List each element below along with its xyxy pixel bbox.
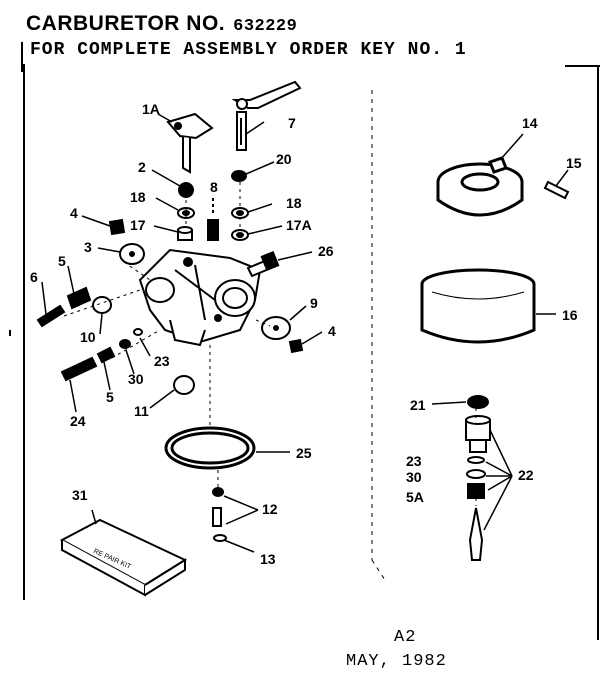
seal-23-left: [133, 328, 143, 336]
screw-6: [36, 304, 66, 328]
title-text: CARBURETOR NO.: [26, 12, 226, 35]
label-30-left: 30: [128, 371, 144, 387]
nut-right: [465, 415, 491, 453]
spring-8: [207, 198, 219, 241]
washer-30-right: [466, 469, 486, 479]
throttle-lever-7: [231, 80, 302, 151]
dashed-divider: [371, 90, 386, 581]
label-22: 22: [518, 467, 534, 483]
plug-4-upper: [108, 218, 126, 236]
gasket-10: [92, 296, 112, 314]
label-12: 12: [262, 501, 278, 517]
seat-12: [212, 487, 224, 527]
spring-5a: [467, 483, 485, 499]
bushing-17a: [231, 229, 249, 241]
label-17a: 17A: [286, 217, 312, 233]
label-5-upper: 5: [58, 253, 66, 269]
label-31: 31: [72, 487, 88, 503]
air-filter-14: [436, 156, 524, 217]
label-13: 13: [260, 551, 276, 567]
label-4-upper: 4: [70, 205, 78, 221]
seal-23-right: [467, 456, 485, 464]
screw-15: [543, 180, 570, 200]
label-18-left: 18: [130, 189, 146, 205]
label-20: 20: [276, 151, 292, 167]
label-9: 9: [310, 295, 318, 311]
repair-kit-31: [59, 518, 188, 597]
clip-13: [213, 534, 227, 542]
spring-5-upper: [66, 286, 92, 310]
label-21: 21: [410, 397, 426, 413]
plug-4-lower: [288, 338, 304, 354]
label-6: 6: [30, 269, 38, 285]
label-23-left: 23: [154, 353, 170, 369]
choke-lever-1a: [166, 112, 214, 174]
label-30-right: 30: [406, 469, 422, 485]
label-10: 10: [80, 329, 96, 345]
page-title: CARBURETOR NO. 632229: [26, 12, 297, 36]
label-16: 16: [562, 307, 578, 323]
label-1a: 1A: [142, 101, 160, 117]
label-4-lower: 4: [328, 323, 336, 339]
label-5a: 5A: [406, 489, 424, 505]
seal-2: [178, 182, 194, 198]
assembly-subtitle: FOR COMPLETE ASSEMBLY ORDER KEY NO. 1: [30, 40, 467, 60]
housing-16: [420, 268, 536, 344]
label-18-right: 18: [286, 195, 302, 211]
label-17: 17: [130, 217, 146, 233]
screw-26: [246, 250, 280, 278]
label-2: 2: [138, 159, 146, 175]
gasket-25: [164, 426, 256, 470]
label-7: 7: [288, 115, 296, 131]
spring-5-lower: [96, 346, 116, 364]
label-23-right: 23: [406, 453, 422, 469]
diaphragm-9: [261, 316, 291, 340]
label-8: 8: [210, 179, 218, 195]
label-25: 25: [296, 445, 312, 461]
label-14: 14: [522, 115, 538, 131]
diaphragm-3: [119, 243, 145, 265]
needle-right: [468, 507, 484, 561]
leader-lines: [41, 113, 569, 553]
washer-30-left: [119, 339, 131, 349]
needle-24: [60, 356, 98, 382]
label-5-lower: 5: [106, 389, 114, 405]
carburetor-body: [138, 248, 262, 347]
label-3: 3: [84, 239, 92, 255]
label-26: 26: [318, 243, 334, 259]
plug-11: [173, 375, 195, 395]
footer-code: A2: [394, 628, 417, 647]
cap-21: [467, 395, 489, 409]
seal-20: [231, 170, 247, 182]
frame: [9, 42, 600, 640]
carburetor-number: 632229: [233, 17, 298, 36]
label-15: 15: [566, 155, 582, 171]
label-11: 11: [134, 403, 149, 419]
footer-date: MAY, 1982: [346, 652, 447, 671]
guide-lines-left: [63, 182, 271, 488]
bushing-17: [177, 226, 193, 241]
label-24: 24: [70, 413, 86, 429]
